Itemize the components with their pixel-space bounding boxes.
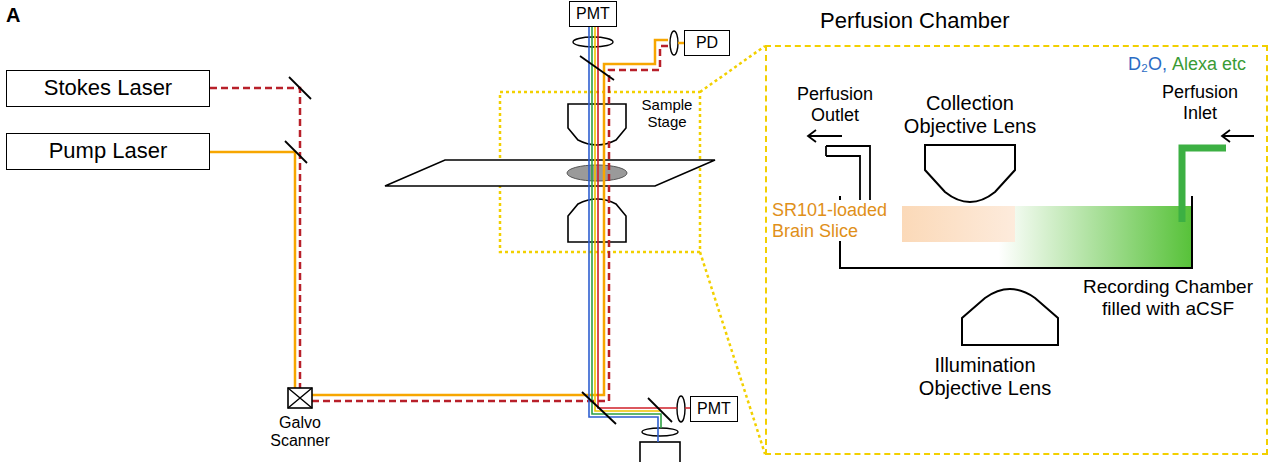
device-box: PD (684, 30, 730, 56)
part-label: SR101-loaded Brain Slice (772, 200, 898, 241)
sample (567, 165, 627, 181)
device-box: PMT (690, 396, 738, 422)
emission-beam (595, 27, 660, 411)
lens (677, 396, 685, 422)
zoom-line (700, 252, 765, 454)
device-name: Stokes Laser (44, 76, 172, 100)
galvo-scanner (288, 388, 312, 408)
panel-letter: A (6, 4, 20, 27)
pump-beam (312, 40, 684, 395)
mirror (285, 141, 307, 163)
panel-heading: Perfusion Chamber (820, 9, 1010, 33)
objective-lens (925, 145, 1015, 202)
mirror (582, 392, 616, 424)
mirror (648, 398, 672, 422)
device-box: Pump Laser (6, 133, 210, 170)
stokes-beam (312, 46, 668, 401)
part-label: Sample Stage (634, 96, 700, 131)
part-label: Collection Objective Lens (895, 92, 1045, 138)
reagent-label: D₂O, (1128, 54, 1167, 75)
device-name: PD (696, 34, 718, 52)
brain-slice (902, 206, 1015, 242)
detector-box (640, 442, 680, 462)
lens (670, 31, 678, 55)
device-name: Pump Laser (49, 139, 168, 163)
part-label: Recording Chamber filled with aCSF (1071, 276, 1265, 320)
device-name: PMT (576, 5, 610, 23)
flow-arrow (1222, 130, 1254, 142)
stokes-beam (210, 88, 300, 388)
reagent-label: Alexa etc (1172, 54, 1246, 75)
objective-lens (568, 104, 626, 145)
objective-lens (568, 199, 626, 242)
lens (642, 428, 678, 436)
lens (573, 37, 613, 47)
outlet-tube (826, 146, 870, 200)
inlet-tube (1182, 148, 1226, 222)
device-box: Stokes Laser (6, 70, 210, 107)
flow-arrow (808, 130, 842, 142)
part-label: Galvo Scanner (262, 414, 338, 451)
part-label: Illumination Objective Lens (910, 354, 1060, 400)
mirror (580, 56, 614, 80)
device-box: PMT (569, 1, 617, 27)
galvo-scanner (288, 388, 312, 408)
stage-plate (385, 160, 715, 186)
pump-beam (210, 152, 295, 388)
part-label: Perfusion Inlet (1148, 82, 1252, 123)
emission-beam (592, 27, 661, 428)
device-name: PMT (697, 400, 731, 418)
objective-lens (962, 289, 1058, 345)
mirror (289, 77, 311, 99)
emission-beam (598, 27, 692, 408)
part-label: Perfusion Outlet (783, 84, 887, 125)
emission-beam (589, 27, 658, 442)
